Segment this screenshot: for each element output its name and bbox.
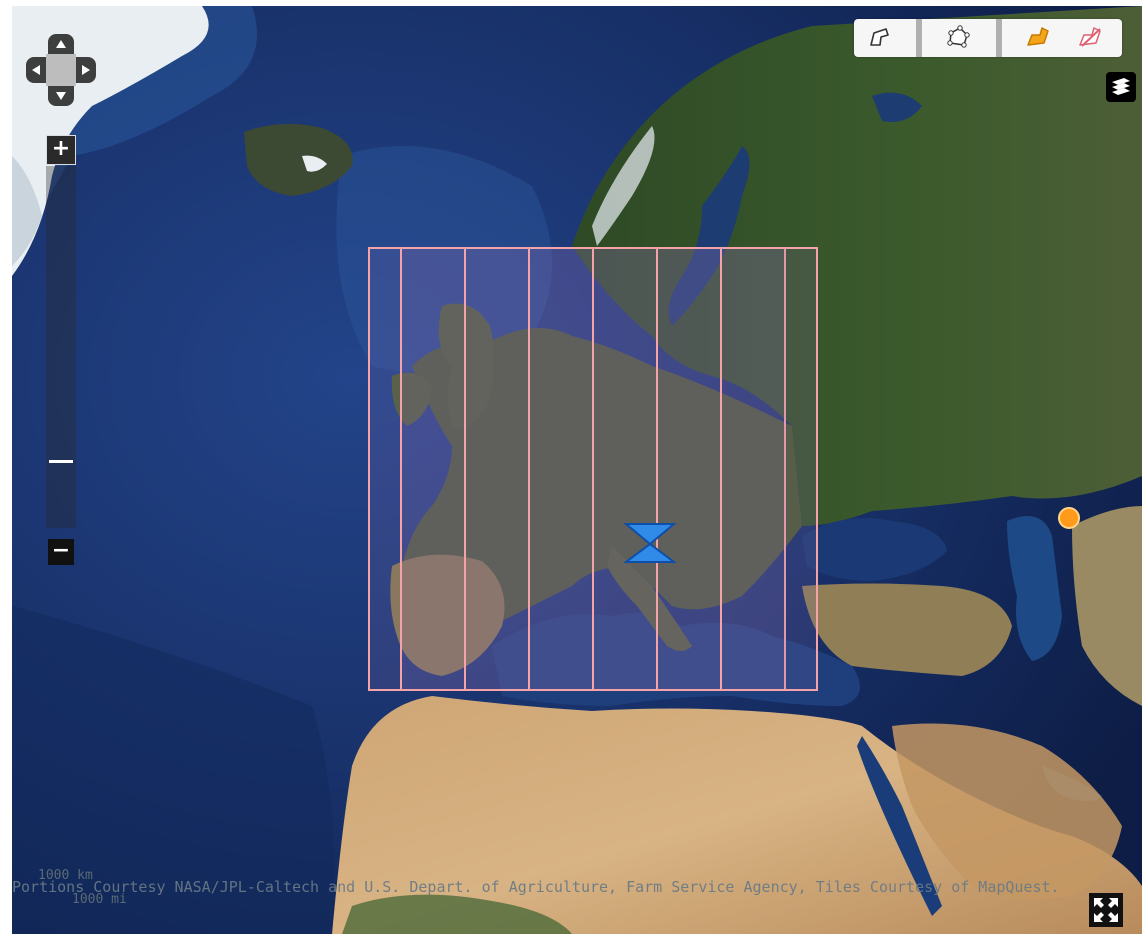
map-viewport[interactable]: + − [12,6,1142,934]
zoom-out-button[interactable]: − [48,539,74,565]
scale-km-label: 1000 km [38,868,93,883]
pan-hub [26,34,96,106]
drawing-toolbar [854,19,1122,57]
toolbar-divider [916,19,922,57]
toolbar-divider [996,19,1002,57]
selected-polygon-icon[interactable] [1022,23,1054,53]
footprint-overlay[interactable] [12,6,1142,934]
pan-down-icon[interactable] [50,84,72,106]
scale-mi-label: 1000 mi [72,892,127,907]
zoom-track[interactable] [46,166,76,528]
pan-up-icon[interactable] [50,34,72,56]
zoom-slider-handle[interactable] [46,450,76,472]
map-attribution: Portions Courtesy NASA/JPL-Caltech and U… [12,878,1060,896]
pan-control [26,34,96,106]
pan-right-icon[interactable] [74,59,96,81]
hourglass-marker-icon[interactable] [623,523,677,563]
zoom-in-button[interactable]: + [46,135,76,165]
vertex-marker[interactable] [1058,507,1080,529]
delete-polygon-icon[interactable] [1074,23,1106,53]
fullscreen-icon[interactable] [1089,893,1123,927]
footprint-strip[interactable] [720,247,818,691]
draw-polygon-icon[interactable] [864,23,896,53]
layers-icon[interactable] [1106,72,1136,102]
pan-left-icon[interactable] [26,59,48,81]
modify-polygon-icon[interactable] [942,23,974,53]
footprint-strip[interactable] [368,247,466,691]
